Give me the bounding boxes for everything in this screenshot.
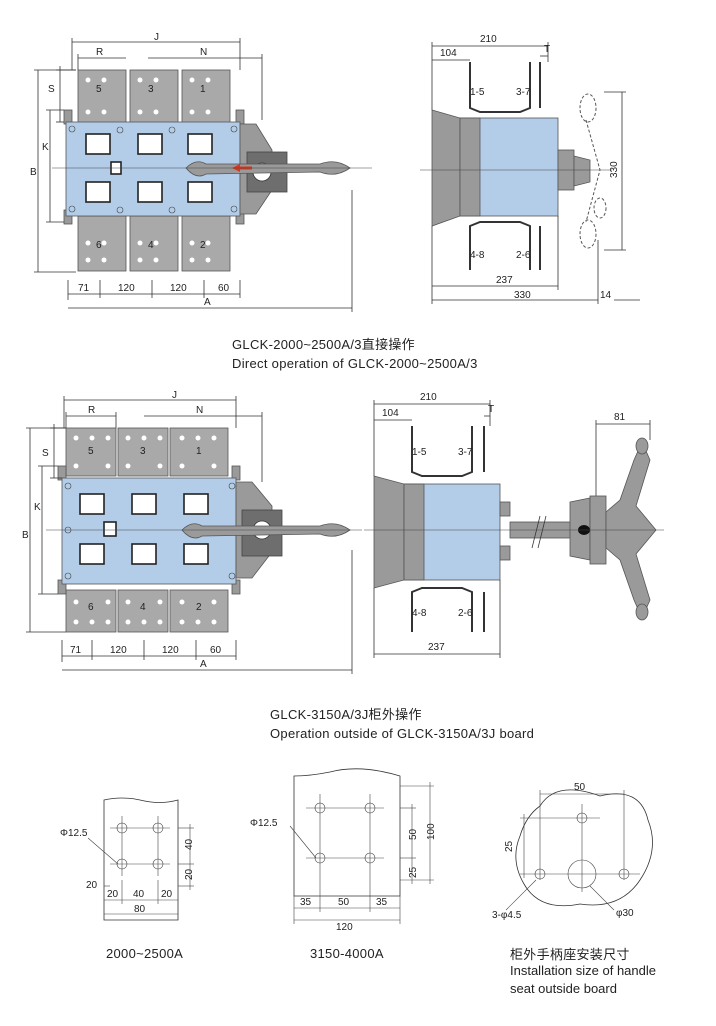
svg-text:71: 71 xyxy=(70,645,82,656)
svg-text:6: 6 xyxy=(88,602,94,613)
caption-2-cn: GLCK-3150A/3J柜外操作 xyxy=(270,707,422,722)
svg-text:210: 210 xyxy=(480,34,497,45)
svg-text:40: 40 xyxy=(184,838,195,850)
svg-text:2: 2 xyxy=(200,240,206,251)
hole-pattern-3150-4000A: Φ12.5 50 100 25 35 50 35 120 xyxy=(250,768,437,933)
caption-detail-2: 3150-4000A xyxy=(310,946,384,961)
svg-text:Φ12.5: Φ12.5 xyxy=(60,828,88,839)
svg-text:20: 20 xyxy=(184,868,195,880)
svg-text:S: S xyxy=(42,448,49,459)
svg-text:40: 40 xyxy=(133,889,145,900)
svg-text:120: 120 xyxy=(110,645,127,656)
caption-detail-1: 2000~2500A xyxy=(106,946,184,961)
svg-text:14: 14 xyxy=(600,290,612,301)
svg-text:5: 5 xyxy=(96,84,102,95)
svg-text:3: 3 xyxy=(148,84,154,95)
svg-text:4-8: 4-8 xyxy=(412,608,427,619)
caption-1-cn: GLCK-2000~2500A/3直接操作 xyxy=(232,337,415,352)
svg-text:1: 1 xyxy=(200,84,206,95)
caption-1-en: Direct operation of GLCK-2000~2500A/3 xyxy=(232,356,478,371)
caption-detail-3-cn: 柜外手柄座安装尺寸 xyxy=(510,947,630,962)
svg-text:S: S xyxy=(48,84,55,95)
svg-text:A: A xyxy=(200,659,207,670)
front-view-1: J R N S B K 5 3 1 6 4 2 71 120 120 60 A xyxy=(30,32,372,312)
svg-text:120: 120 xyxy=(170,283,187,294)
svg-text:104: 104 xyxy=(382,408,399,419)
svg-text:210: 210 xyxy=(420,392,437,403)
svg-text:3-7: 3-7 xyxy=(458,447,473,458)
svg-text:60: 60 xyxy=(210,645,222,656)
svg-text:50: 50 xyxy=(338,897,350,908)
svg-text:Φ12.5: Φ12.5 xyxy=(250,818,278,829)
svg-text:330: 330 xyxy=(609,161,620,178)
terminal-5 xyxy=(77,69,127,125)
svg-text:4: 4 xyxy=(140,602,146,613)
svg-text:J: J xyxy=(172,390,177,401)
svg-text:50: 50 xyxy=(408,828,419,840)
svg-text:237: 237 xyxy=(496,275,513,286)
side-view-2: 210 104 T 1-5 3-7 4-8 2-6 237 81 xyxy=(364,392,664,658)
svg-text:25: 25 xyxy=(504,840,515,852)
svg-text:1-5: 1-5 xyxy=(470,87,485,98)
caption-detail-3-en: Installation size of handle seat outside… xyxy=(510,963,656,996)
svg-text:35: 35 xyxy=(300,897,312,908)
front-view-2: J R N S B K 5 3 1 6 4 2 71 120 120 60 A xyxy=(22,390,362,674)
svg-text:N: N xyxy=(196,405,203,416)
svg-text:2-6: 2-6 xyxy=(458,608,473,619)
svg-text:120: 120 xyxy=(118,283,135,294)
svg-text:K: K xyxy=(34,502,41,513)
terminal-3 xyxy=(129,69,179,125)
svg-text:120: 120 xyxy=(336,922,353,933)
svg-text:3-7: 3-7 xyxy=(516,87,531,98)
svg-text:81: 81 xyxy=(614,412,626,423)
svg-text:50: 50 xyxy=(574,782,586,793)
svg-text:80: 80 xyxy=(134,904,146,915)
svg-text:4: 4 xyxy=(148,240,154,251)
svg-text:20: 20 xyxy=(107,889,119,900)
svg-text:120: 120 xyxy=(162,645,179,656)
svg-text:25: 25 xyxy=(408,866,419,878)
svg-text:2: 2 xyxy=(196,602,202,613)
svg-text:5: 5 xyxy=(88,446,94,457)
svg-text:20: 20 xyxy=(86,880,98,891)
svg-text:J: J xyxy=(154,32,159,43)
svg-text:3-φ4.5: 3-φ4.5 xyxy=(492,910,522,921)
svg-text:330: 330 xyxy=(514,290,531,301)
svg-text:T: T xyxy=(544,44,550,55)
svg-text:B: B xyxy=(30,167,37,178)
handle-seat-mounting: 50 25 3-φ4.5 φ30 xyxy=(492,782,653,921)
svg-text:3: 3 xyxy=(140,446,146,457)
svg-text:R: R xyxy=(96,47,103,58)
svg-text:A: A xyxy=(204,297,211,308)
svg-text:100: 100 xyxy=(426,823,437,840)
terminal-holes xyxy=(85,77,211,263)
svg-text:6: 6 xyxy=(96,240,102,251)
side-view-1: 210 104 T 1-5 3-7 4-8 2-6 237 330 14 330 xyxy=(420,34,640,304)
svg-text:4-8: 4-8 xyxy=(470,250,485,261)
svg-text:T: T xyxy=(488,404,494,415)
svg-text:71: 71 xyxy=(78,283,90,294)
hole-pattern-2000-2500A: Φ12.5 40 20 20 20 40 20 80 xyxy=(60,797,195,921)
svg-text:237: 237 xyxy=(428,642,445,653)
svg-text:20: 20 xyxy=(161,889,173,900)
svg-text:60: 60 xyxy=(218,283,230,294)
svg-text:1: 1 xyxy=(196,446,202,457)
svg-text:1-5: 1-5 xyxy=(412,447,427,458)
terminal-1 xyxy=(181,69,231,125)
svg-text:104: 104 xyxy=(440,48,457,59)
caption-2-en: Operation outside of GLCK-3150A/3J board xyxy=(270,726,535,741)
svg-text:R: R xyxy=(88,405,95,416)
svg-text:B: B xyxy=(22,530,29,541)
svg-text:2-6: 2-6 xyxy=(516,250,531,261)
svg-text:K: K xyxy=(42,142,49,153)
svg-text:35: 35 xyxy=(376,897,388,908)
svg-text:N: N xyxy=(200,47,207,58)
svg-text:φ30: φ30 xyxy=(616,908,634,919)
